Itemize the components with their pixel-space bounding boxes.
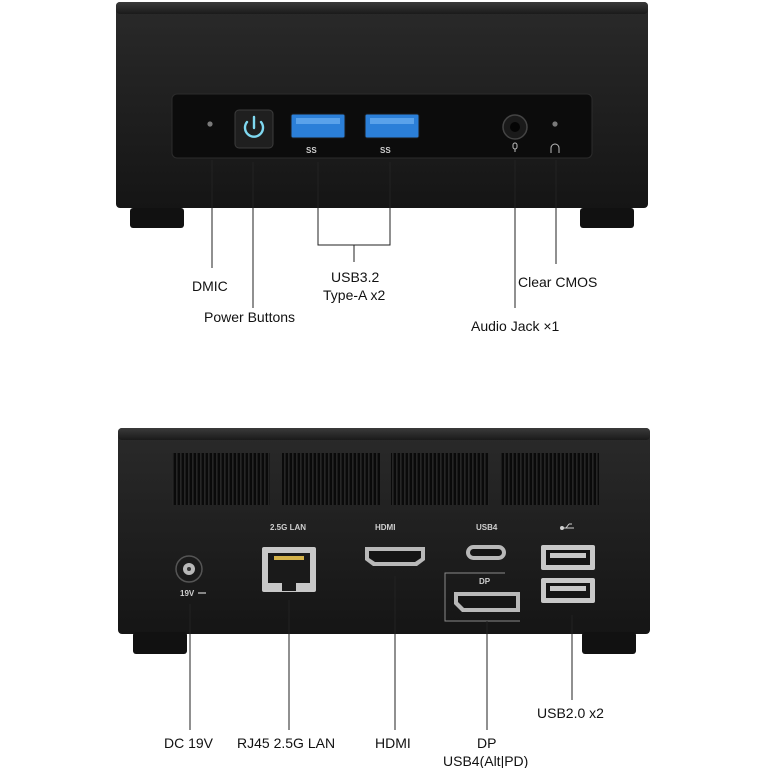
front-foot-left (130, 208, 184, 228)
usb-c-port-inner (470, 549, 502, 556)
vent-3 (391, 453, 489, 505)
power-icon (243, 115, 265, 138)
label-usb32-line2: Type-A x2 (323, 287, 385, 303)
front-foot-right (580, 208, 634, 228)
label-usb20: USB2.0 x2 (537, 705, 604, 721)
front-leaders (211, 160, 557, 308)
rear-top-edge (118, 428, 650, 440)
label-clear-cmos: Clear CMOS (518, 274, 597, 290)
usb-a-port-1-tongue (296, 118, 340, 124)
headphone-icon (550, 143, 560, 153)
dp-mark: DP (479, 577, 491, 586)
vent-2 (282, 453, 380, 505)
rear-foot-right (582, 632, 636, 654)
front-top-edge (116, 2, 648, 14)
front-unit: SS SS (116, 2, 648, 228)
lan-mark: 2.5G LAN (270, 523, 306, 532)
dp-port-inner (458, 596, 516, 608)
rj45-contacts (274, 556, 304, 560)
clear-cmos-hole (552, 121, 558, 127)
label-dmic: DMIC (192, 278, 228, 294)
rj45-clip (282, 583, 296, 591)
label-audio-jack: Audio Jack ×1 (471, 318, 560, 334)
usb-a-port-2-tongue (370, 118, 414, 124)
dmic-hole (207, 121, 213, 127)
vent-1 (172, 453, 270, 505)
usb-icon (560, 523, 574, 530)
label-dp-line1: DP (477, 735, 496, 751)
dc-jack-pin (187, 567, 191, 571)
vent-4 (501, 453, 599, 505)
label-power-buttons: Power Buttons (204, 309, 295, 325)
usb2-port-1-tongue (550, 553, 586, 558)
label-hdmi: HDMI (375, 735, 411, 751)
usb-a-port-1 (290, 113, 346, 139)
label-rj45-lan: RJ45 2.5G LAN (237, 735, 335, 751)
mic-icon (512, 142, 518, 152)
usb-ss-mark-1: SS (306, 146, 317, 155)
usb-a-port-2 (364, 113, 420, 139)
dc-mark: 19V (180, 589, 195, 598)
hdmi-mark: HDMI (375, 523, 395, 532)
rear-leaders (189, 576, 573, 730)
usb2-port-2-tongue (550, 586, 586, 591)
dp-bracket (444, 572, 520, 622)
usb-ss-mark-2: SS (380, 146, 391, 155)
hdmi-port-inner (369, 551, 421, 562)
rear-foot-left (133, 632, 187, 654)
label-dp-line2: USB4(Alt|PD) (443, 753, 528, 768)
label-usb32-line1: USB3.2 (331, 269, 379, 285)
label-dc-19v: DC 19V (164, 735, 214, 751)
rear-unit: 19V 2.5G LAN HDMI USB4 DP (118, 428, 650, 654)
audio-jack-hole (510, 122, 520, 132)
usb4-mark: USB4 (476, 523, 498, 532)
